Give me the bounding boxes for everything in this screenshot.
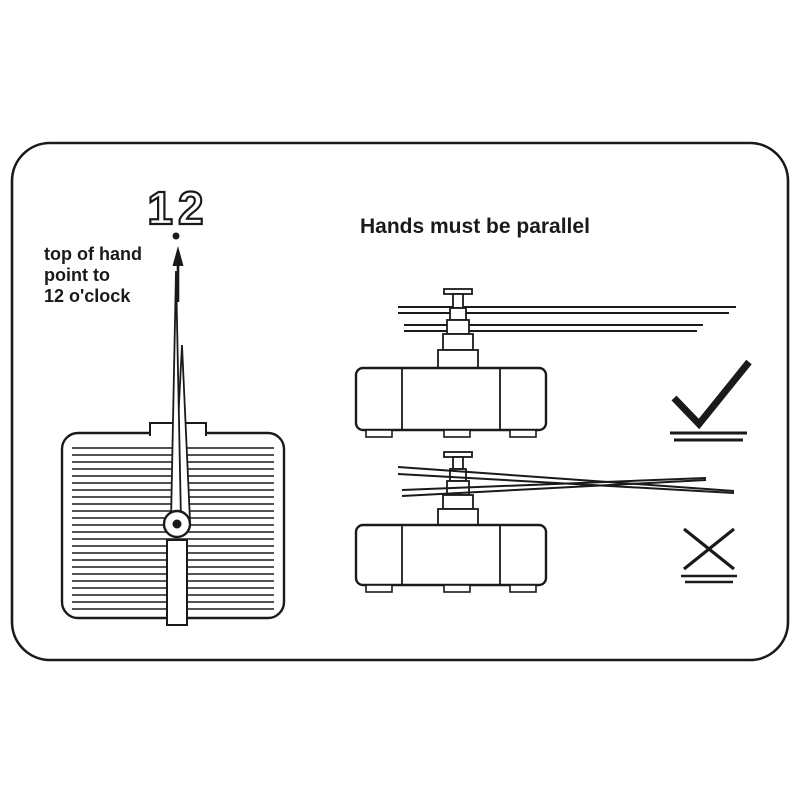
numeral-dot [172,232,180,240]
up-arrow-icon [172,246,184,302]
tilted-hands [397,466,735,497]
hand-shaft [437,288,479,369]
clock-movement-front-view [60,270,286,626]
movement-body-side-2 [354,523,548,593]
checkmark-icon [670,359,752,442]
instruction-line-3: 12 o'clock [44,286,131,306]
movement-body-side [354,366,548,438]
side-view-panel: Hands must be parallel [354,215,752,593]
center-shaft-dot [172,519,182,529]
instruction-line-2: point to [44,265,110,285]
side-view-wrong [354,451,737,593]
pendulum-rod [166,539,188,626]
front-view-panel: 12 top of hand point to 12 o'clock [44,181,286,626]
hand-shaft-2 [437,451,479,526]
parallel-heading: Hands must be parallel [360,215,590,238]
side-view-correct [354,288,752,442]
instruction-text: top of hand point to 12 o'clock [44,244,142,306]
instruction-line-1: top of hand [44,244,142,264]
cross-icon [681,527,737,584]
numeral-12-label: 12 [147,182,208,234]
